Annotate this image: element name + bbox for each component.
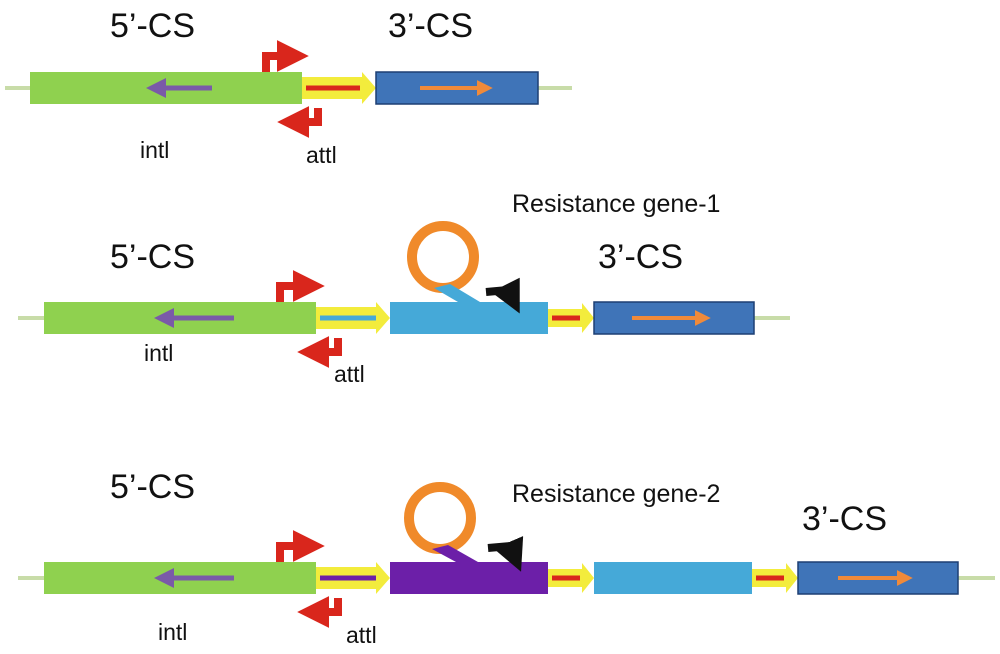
label-3cs: 3’-CS [598,238,683,276]
cassette-attc-hairpin [434,284,480,302]
promoter-reverse [297,596,342,628]
circular-cassette [404,482,476,554]
label-5cs: 5’-CS [110,238,195,276]
label-resistance-gene: Resistance gene-2 [512,480,720,508]
cassette-attc-hairpin [432,545,478,562]
cassette-promoter [485,277,520,314]
cassette-promoter [487,536,524,572]
label-3cs: 3’-CS [388,7,473,45]
resistance-gene-2 [390,562,548,594]
circular-cassette [407,221,479,293]
promoter-forward [262,40,309,72]
promoter-forward [276,530,325,562]
label-5cs: 5’-CS [110,7,195,45]
resistance-gene-1 [594,562,752,594]
label-intl: intl [140,137,169,163]
promoter-reverse [277,106,322,138]
panel-1: 5’-CS 3’-CS intl attl [5,7,572,168]
panel-2: 5’-CS 3’-CS Resistance gene-1 intl attl [18,190,790,387]
label-resistance-gene: Resistance gene-1 [512,190,720,218]
label-5cs: 5’-CS [110,468,195,506]
resistance-gene-1 [390,302,548,334]
label-attl: attl [346,622,377,648]
promoter-forward [276,270,325,302]
label-attl: attl [334,361,365,387]
promoter-reverse [297,336,342,368]
label-intl: intl [144,340,173,366]
label-attl: attl [306,142,337,168]
label-intl: intl [158,619,187,645]
label-3cs: 3’-CS [802,500,887,538]
panel-3: 5’-CS 3’-CS Resistance gene-2 intl attl [18,468,995,648]
